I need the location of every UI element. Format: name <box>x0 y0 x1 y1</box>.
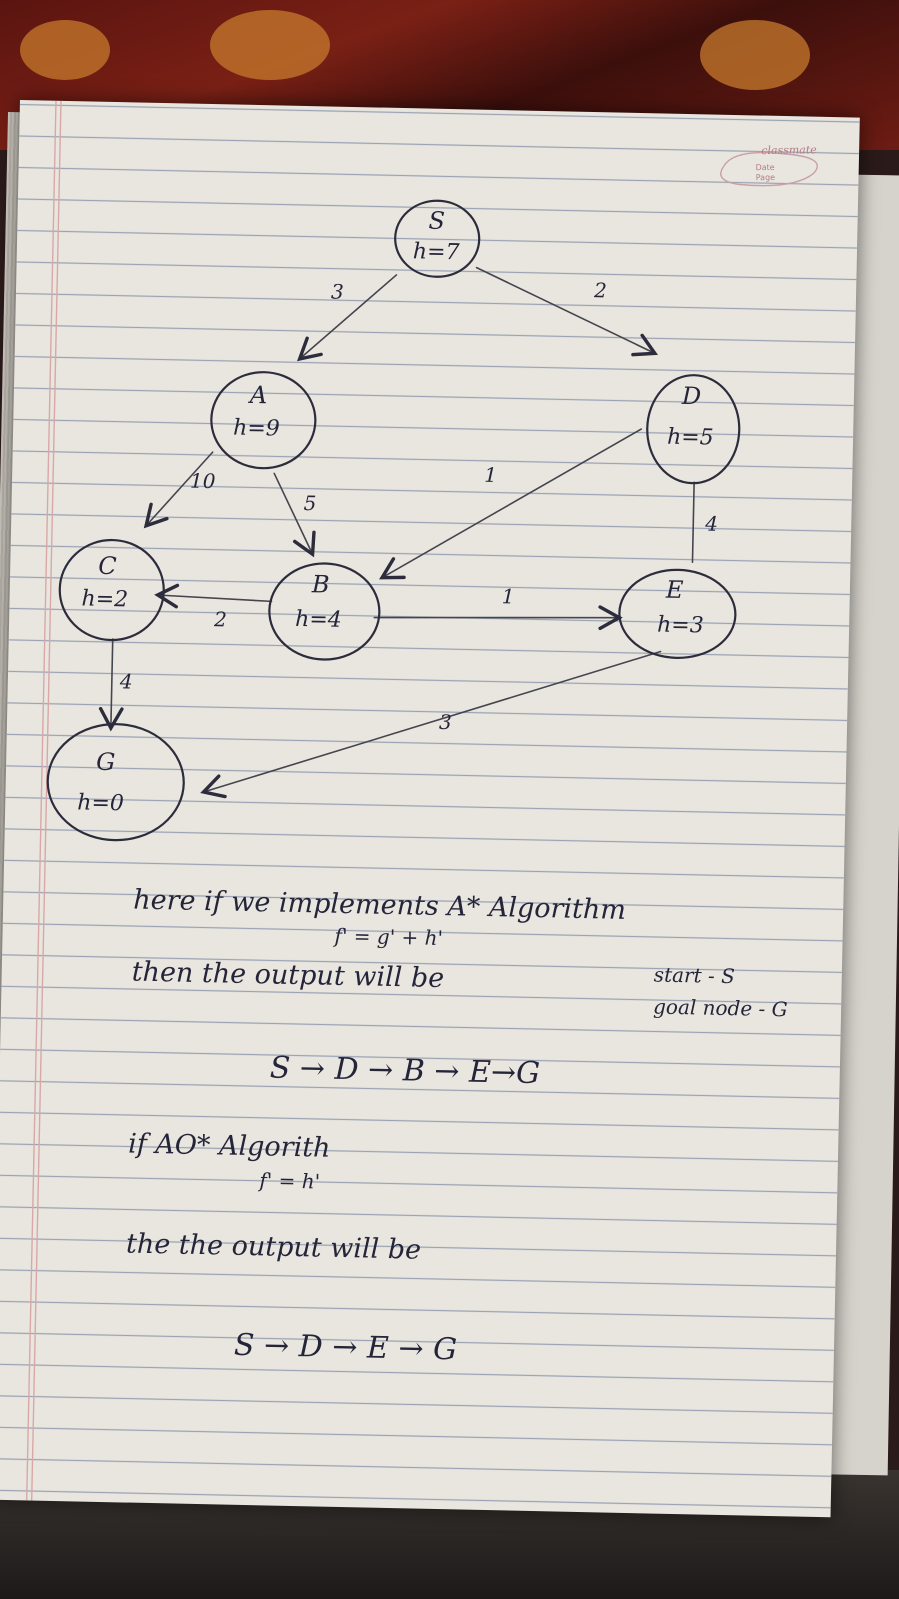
margin-line <box>30 100 62 1501</box>
node-e-circle <box>618 568 737 659</box>
edge-c-g <box>98 638 124 732</box>
node-g-h: h=0 <box>77 790 124 816</box>
note-line-4: the the output will be <box>126 1228 422 1265</box>
edge-weight-d-e: 4 <box>704 511 718 535</box>
edge-s-a <box>296 274 398 362</box>
brand-date: Date <box>755 163 774 172</box>
edge-b-e <box>373 605 623 631</box>
node-b-h: h=4 <box>295 607 342 633</box>
node-s-h: h=7 <box>413 239 460 265</box>
edge-a-b <box>273 472 316 558</box>
node-e-h: h=3 <box>657 612 704 638</box>
node-g-label: G <box>96 748 116 776</box>
node-s-circle <box>394 199 481 278</box>
fabric-flower <box>210 10 330 80</box>
node-a: A h=9 <box>210 371 317 470</box>
edge-b-c <box>154 583 273 609</box>
note-line-3: if AO* Algorith <box>128 1128 331 1163</box>
edge-e-g <box>200 650 662 799</box>
notebook-page: classmate Date Page 3 2 10 5 1 4 2 1 4 <box>0 100 860 1518</box>
node-a-circle <box>210 371 317 470</box>
node-c-label: C <box>98 552 117 580</box>
edge-d-b <box>379 428 643 580</box>
edge-weight-d-b: 1 <box>484 463 497 487</box>
graph-edges: 3 2 10 5 1 4 2 1 4 3 <box>98 266 718 799</box>
node-b: B h=4 <box>268 562 381 661</box>
node-b-circle <box>268 562 381 661</box>
fabric-flower <box>700 20 810 90</box>
edge-d-e <box>691 481 695 563</box>
node-d-label: D <box>681 382 702 410</box>
node-d-circle <box>646 374 741 485</box>
note-line-2: then the output will be <box>131 957 444 995</box>
node-c: C h=2 <box>58 538 165 642</box>
edge-weight-b-c: 2 <box>213 607 227 631</box>
edge-s-d <box>475 266 659 357</box>
fabric-flower <box>20 20 110 80</box>
edge-weight-a-c: 10 <box>190 469 216 494</box>
edge-weight-s-a: 3 <box>331 280 344 304</box>
note-formula-2: f' = h' <box>257 1168 320 1193</box>
classmate-logo: classmate Date Page <box>720 143 818 187</box>
node-a-label: A <box>248 381 268 409</box>
edge-weight-b-e: 1 <box>501 584 514 608</box>
note-goal: goal node - G <box>653 994 788 1021</box>
node-c-circle <box>58 538 165 642</box>
node-e-label: E <box>665 576 685 604</box>
edge-a-c <box>143 451 214 529</box>
ruled-lines <box>0 100 860 1518</box>
node-c-h: h=2 <box>81 586 128 612</box>
note-start: start - S <box>654 962 735 988</box>
node-a-h: h=9 <box>233 416 280 442</box>
brand-name: classmate <box>761 143 817 157</box>
node-s-label: S <box>428 207 445 235</box>
note-path-1: S → D → B → E→G <box>269 1050 540 1091</box>
node-s: S h=7 <box>394 199 481 278</box>
edge-weight-e-g: 3 <box>439 710 452 734</box>
margin-line <box>25 100 57 1501</box>
page-drawing: classmate Date Page 3 2 10 5 1 4 2 1 4 <box>0 100 860 1518</box>
note-formula-1: f' = g' + h' <box>332 924 443 950</box>
edge-weight-a-b: 5 <box>303 491 316 515</box>
edge-weight-c-g: 4 <box>119 669 133 693</box>
node-b-label: B <box>311 570 330 598</box>
node-d: D h=5 <box>646 374 741 485</box>
node-d-h: h=5 <box>667 425 714 451</box>
brand-page: Page <box>756 173 776 182</box>
node-g: G h=0 <box>46 723 185 842</box>
node-e: E h=3 <box>618 568 737 659</box>
note-path-2: S → D → E → G <box>234 1328 458 1368</box>
edge-weight-s-d: 2 <box>593 278 607 302</box>
node-g-circle <box>46 723 185 842</box>
